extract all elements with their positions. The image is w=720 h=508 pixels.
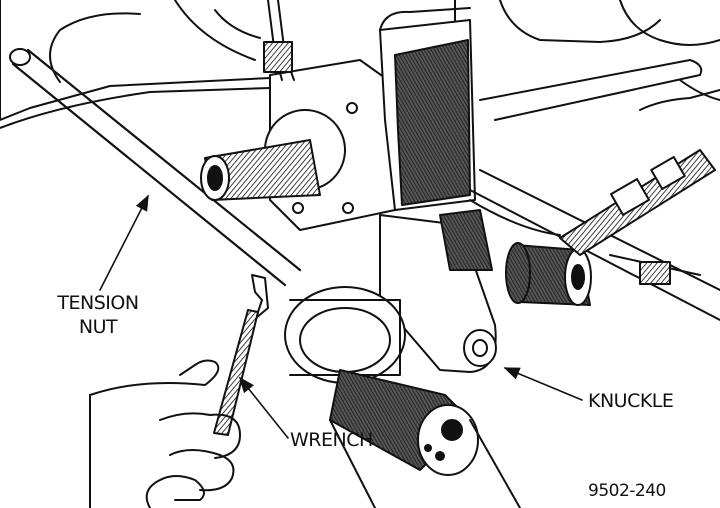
wrench-label: WRENCH xyxy=(290,429,373,451)
lower-tube xyxy=(329,369,521,508)
hand xyxy=(89,359,241,508)
strut-rod xyxy=(9,48,302,287)
tension-nut-label: TENSION NUT xyxy=(50,294,146,337)
tension-nut-label-line2: NUT xyxy=(78,316,118,338)
knuckle-lower xyxy=(379,209,497,373)
bushing xyxy=(505,242,592,306)
figure-number: 9502-240 xyxy=(588,481,666,501)
knuckle-leader xyxy=(503,367,583,401)
wrench-leader xyxy=(239,376,289,439)
strut-tower xyxy=(379,7,476,211)
tension-nut-leader xyxy=(99,194,149,291)
hub-cylinder xyxy=(284,286,406,384)
wrench-tool xyxy=(213,274,269,436)
upper-cable xyxy=(263,0,295,81)
knuckle-label: KNUCKLE xyxy=(588,390,674,412)
callout-leaders xyxy=(99,194,583,439)
threaded-stud xyxy=(200,139,321,201)
tension-nut-label-line1: TENSION xyxy=(57,292,139,314)
upper-threaded-rod xyxy=(479,59,716,256)
